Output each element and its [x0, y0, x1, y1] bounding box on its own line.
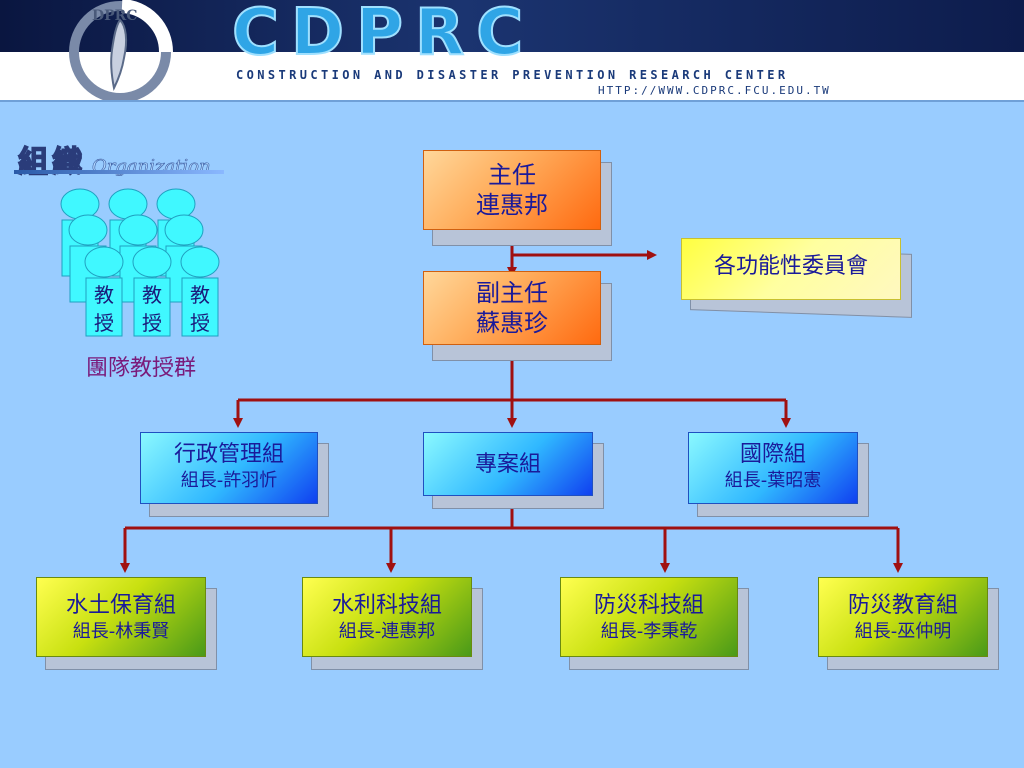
intl-group-box[interactable]: 國際組 組長-葉昭憲 [688, 432, 858, 504]
section-title-zh: 組織 [17, 144, 86, 181]
director-name: 連惠邦 [476, 191, 548, 219]
deputy-box[interactable]: 副主任 蘇惠珍 [423, 271, 601, 345]
soil-group-box[interactable]: 水土保育組 組長-林秉賢 [36, 577, 206, 657]
professor-label-3b: 授 [190, 311, 210, 335]
professor-label-1a: 教 [94, 283, 114, 307]
professor-group-icon: 教 授 教 授 教 授 [60, 188, 220, 337]
hydraulic-group-box[interactable]: 水利科技組 組長-連惠邦 [302, 577, 472, 657]
disaster-tech-group-name: 防災科技組 [593, 593, 704, 618]
professor-label-3a: 教 [190, 283, 210, 307]
disaster-tech-group-box[interactable]: 防災科技組 組長-李秉乾 [560, 577, 738, 657]
section-title-underline [14, 170, 224, 174]
header-subtitle: CONSTRUCTION AND DISASTER PREVENTION RES… [236, 68, 789, 82]
director-role: 主任 [488, 161, 536, 189]
disaster-tech-group-leader: 組長-李秉乾 [600, 621, 698, 642]
disaster-edu-group-box[interactable]: 防災教育組 組長-巫仲明 [818, 577, 988, 657]
projects-group-box[interactable]: 專案組 [423, 432, 593, 496]
deputy-name: 蘇惠珍 [476, 309, 548, 337]
header-separator [0, 100, 1024, 102]
committee-box[interactable]: 各功能性委員會 [681, 238, 901, 300]
projects-group-name: 專案組 [474, 452, 541, 477]
intl-group-leader: 組長-葉昭憲 [724, 470, 822, 491]
professor-label-2a: 教 [142, 283, 162, 307]
admin-group-leader: 組長-許羽忻 [180, 470, 278, 491]
deputy-role: 副主任 [476, 279, 548, 307]
professor-label-1b: 授 [94, 311, 114, 335]
committee-label: 各功能性委員會 [713, 254, 868, 279]
hydraulic-group-name: 水利科技組 [331, 593, 442, 618]
soil-group-leader: 組長-林秉賢 [72, 621, 170, 642]
professor-group-label: 團隊教授群 [86, 356, 197, 381]
header-title: CDPRC [231, 0, 536, 70]
header-url[interactable]: HTTP://WWW.CDPRC.FCU.EDU.TW [598, 84, 831, 97]
intl-group-name: 國際組 [739, 442, 806, 467]
professor-label-2b: 授 [142, 311, 162, 335]
cdprc-logo: DPRC [69, 0, 174, 100]
hydraulic-group-leader: 組長-連惠邦 [338, 621, 436, 642]
admin-group-name: 行政管理組 [173, 442, 284, 467]
disaster-edu-group-name: 防災教育組 [847, 593, 958, 618]
disaster-edu-group-leader: 組長-巫仲明 [854, 621, 952, 642]
soil-group-name: 水土保育組 [65, 593, 176, 618]
admin-group-box[interactable]: 行政管理組 組長-許羽忻 [140, 432, 318, 504]
logo-text: DPRC [92, 8, 137, 24]
director-box[interactable]: 主任 連惠邦 [423, 150, 601, 230]
header: DPRC CDPRC CONSTRUCTION AND DISASTER PRE… [0, 0, 1024, 102]
